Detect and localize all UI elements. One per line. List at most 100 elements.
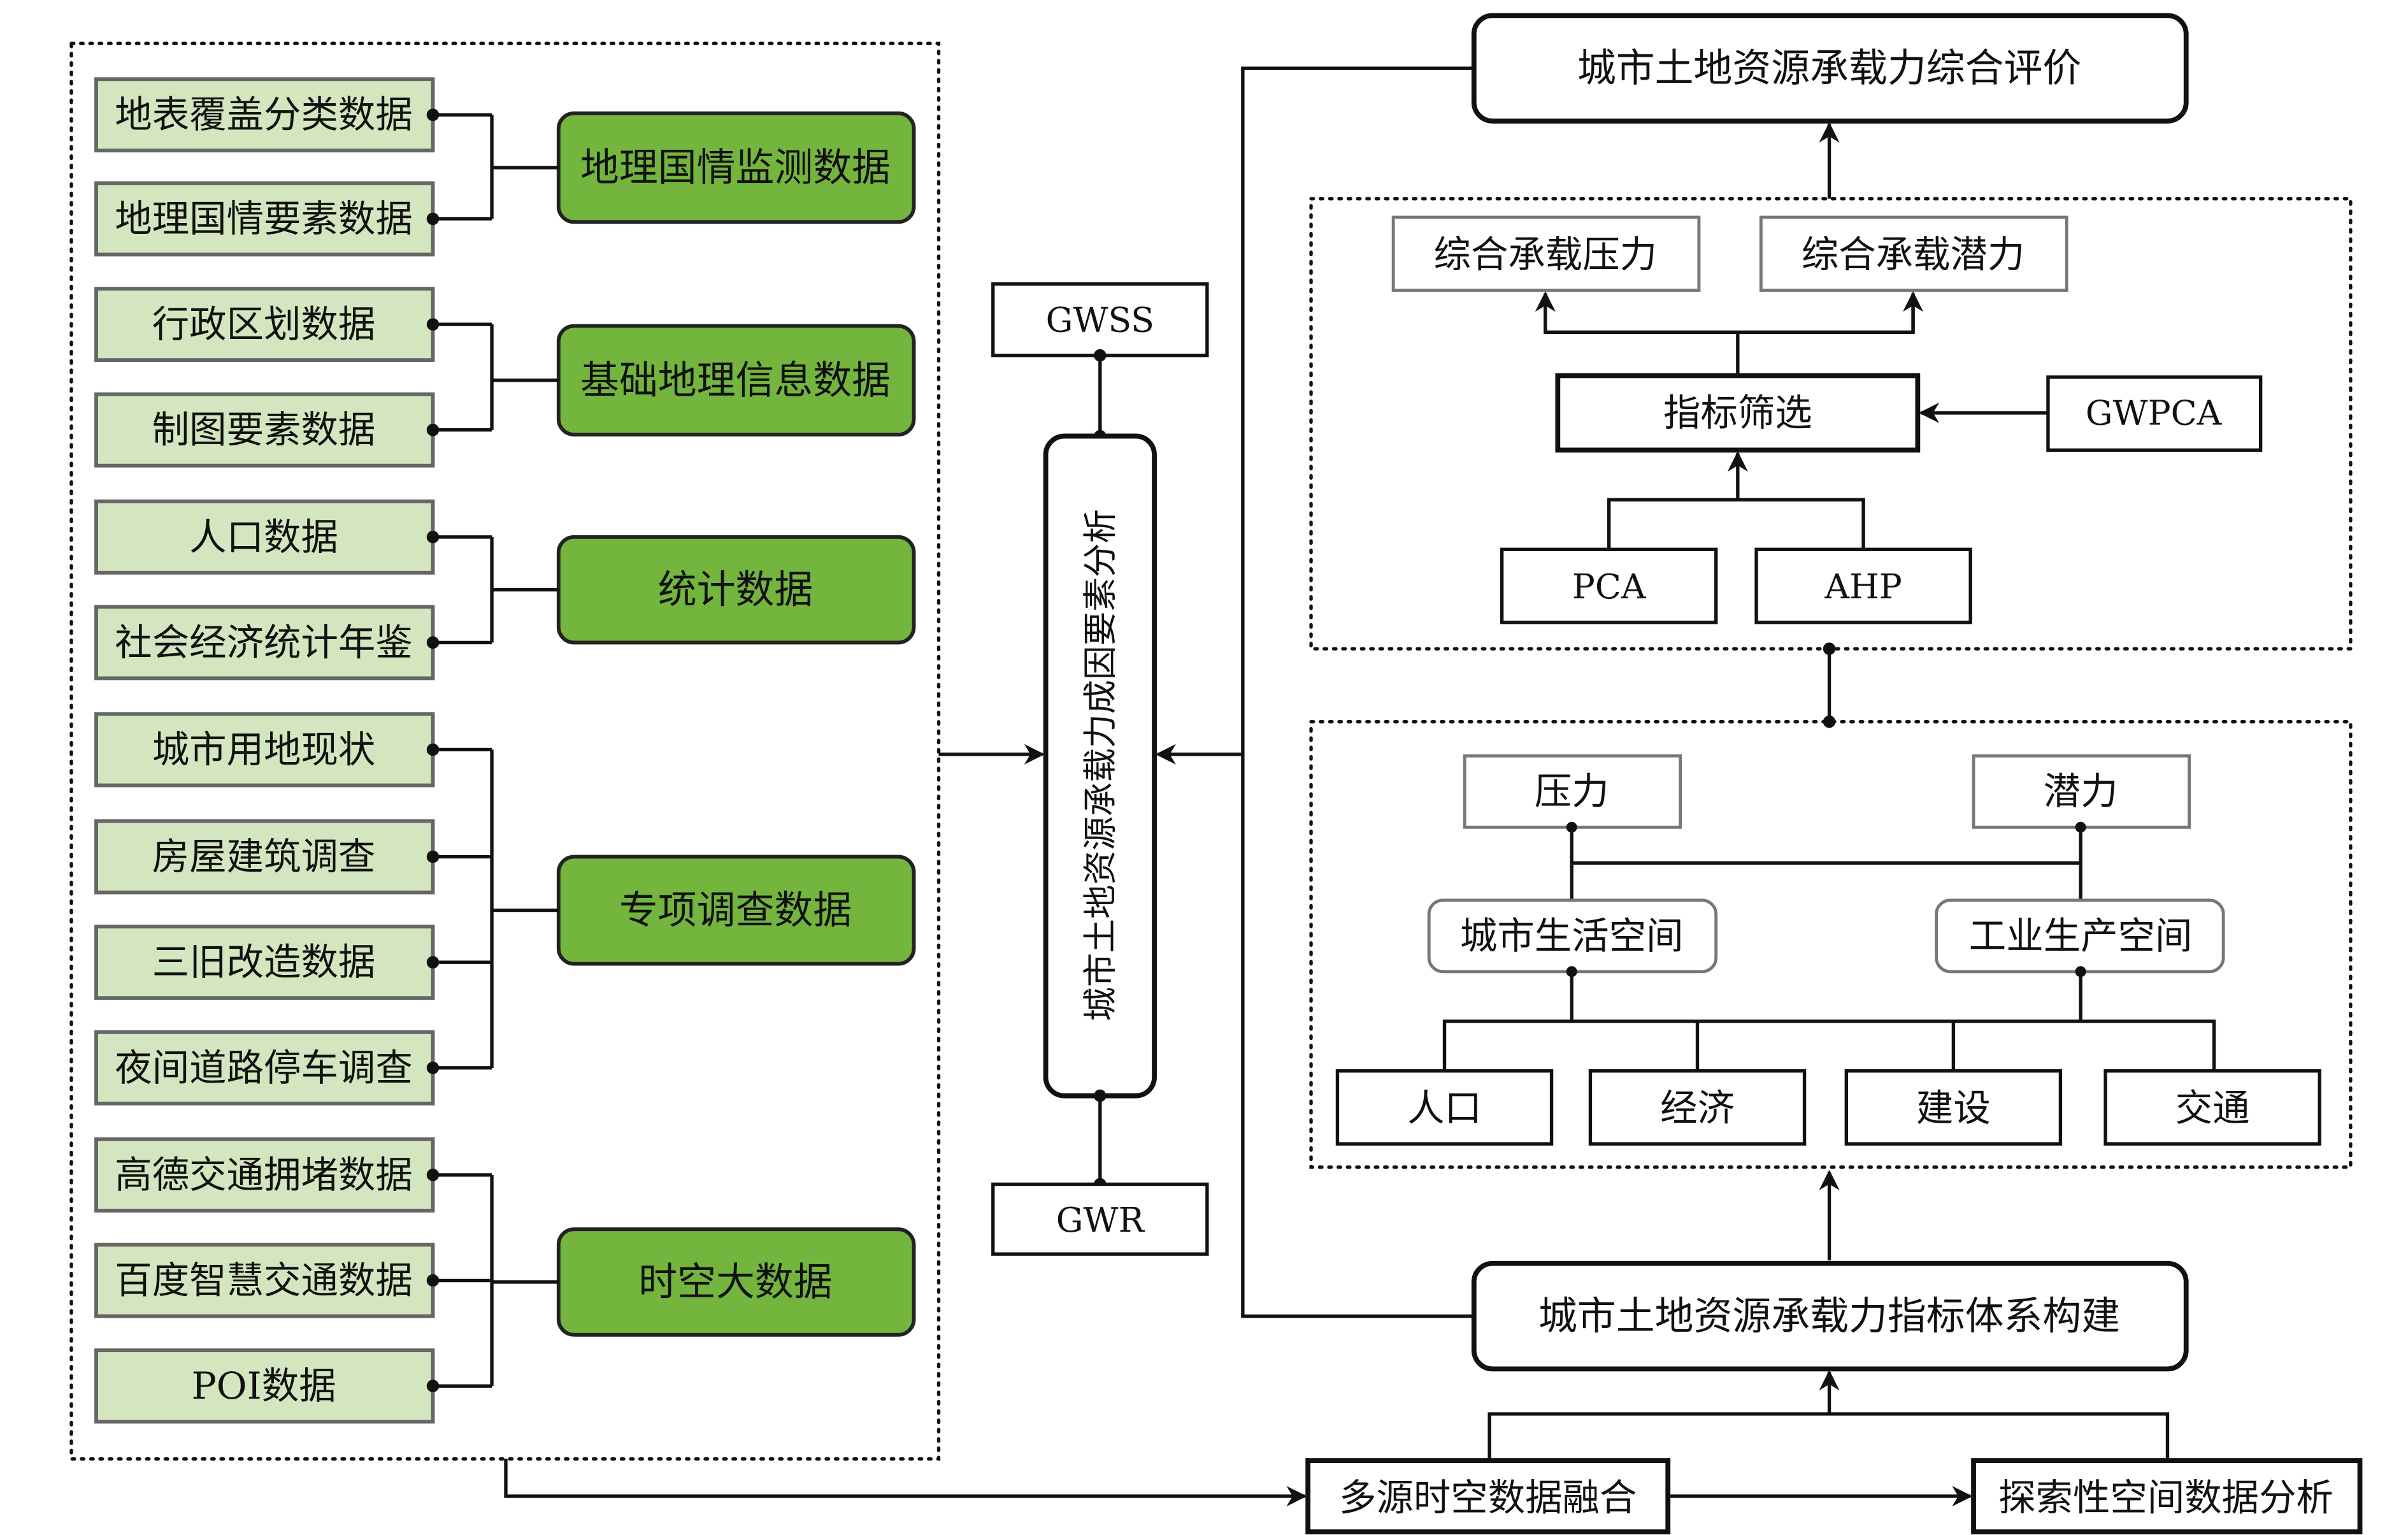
ahp-label: AHP — [1824, 566, 1902, 607]
indicator-label: 建设 — [1916, 1086, 1991, 1130]
indicator-bus-line — [1442, 1020, 2216, 1071]
data-source-box[interactable]: 三旧改造数据 — [94, 925, 435, 1000]
connector-dot — [426, 743, 440, 756]
gwss-label: GWSS — [1046, 299, 1154, 340]
pressure-box[interactable]: 压力 — [1463, 754, 1682, 829]
industry-space-box[interactable]: 工业生产空间 — [1935, 898, 2225, 974]
indicator-list: 人口经济 建设 交通 — [1335, 1069, 2321, 1146]
data-sources-group — [69, 41, 941, 1461]
index-system-group — [1309, 719, 2353, 1169]
data-source-box[interactable]: 地表覆盖分类数据 — [94, 77, 435, 153]
indicator-box-bg — [1588, 1069, 1807, 1146]
data-source-box[interactable]: 行政区划数据 — [94, 287, 435, 363]
data-category-box[interactable]: 统计数据 — [556, 535, 916, 645]
connector-dot — [1823, 715, 1836, 728]
data-source-label: 夜间道路停车调查 — [115, 1046, 412, 1090]
output-pressure-label: 综合承载压力 — [1434, 233, 1658, 276]
factor-analysis-label: 城市土地资源承载力成因要素分析 — [1080, 509, 1120, 1021]
data-category-box[interactable]: 基础地理信息数据 — [556, 324, 916, 436]
connector-dot — [426, 212, 440, 226]
data-source-label: 社会经济统计年鉴 — [115, 621, 412, 664]
connector-dot — [1823, 642, 1836, 655]
esda-box[interactable]: 探索性空间数据分析 — [1971, 1458, 2363, 1535]
data-source-box[interactable]: 高德交通拥堵数据 — [94, 1137, 435, 1213]
pca-label: PCA — [1572, 566, 1647, 607]
output-potential-label: 综合承载潜力 — [1802, 233, 2025, 276]
connector-dot — [426, 850, 440, 863]
data-source-label: POI数据 — [191, 1364, 336, 1408]
indicator-label: 交通 — [2175, 1086, 2250, 1130]
connector-dot — [426, 531, 440, 544]
indicator-box[interactable]: 经济 — [1588, 1069, 1807, 1146]
data-source-box-bg — [94, 77, 435, 153]
data-source-label: 人口数据 — [189, 515, 338, 559]
data-category-box[interactable]: 专项调查数据 — [556, 854, 916, 966]
data-source-label: 房屋建筑调查 — [152, 835, 376, 879]
gwr-box[interactable]: GWR — [991, 1182, 1209, 1256]
source-connectors — [426, 108, 559, 1392]
data-source-box[interactable]: 制图要素数据 — [94, 392, 435, 468]
connector-dot — [1566, 821, 1577, 833]
data-source-box-bg — [94, 392, 435, 468]
final-evaluation-box[interactable]: 城市土地资源承载力综合评价 — [1471, 13, 2189, 124]
data-source-label: 地理国情要素数据 — [115, 197, 412, 240]
gwpca-label: GWPCA — [2086, 393, 2223, 433]
data-category-label: 统计数据 — [658, 567, 813, 612]
data-category-label: 基础地理信息数据 — [580, 357, 891, 403]
data-source-box-bg — [94, 1243, 435, 1318]
data-source-box[interactable]: 社会经济统计年鉴 — [94, 605, 435, 681]
pressure-label: 压力 — [1535, 770, 1609, 813]
data-source-label: 地表覆盖分类数据 — [115, 93, 412, 136]
output-pressure-box[interactable]: 综合承载压力 — [1391, 215, 1701, 292]
pca-box[interactable]: PCA — [1500, 547, 1718, 624]
data-category-box[interactable]: 时空大数据 — [556, 1227, 916, 1337]
sources-to-fusion-arrow — [504, 1459, 1307, 1507]
esda-label: 探索性空间数据分析 — [1998, 1476, 2333, 1520]
potential-box[interactable]: 潜力 — [1972, 754, 2191, 829]
ahp-box[interactable]: AHP — [1754, 547, 1972, 624]
data-source-box[interactable]: 百度智慧交通数据 — [94, 1243, 435, 1318]
fusion-box[interactable]: 多源时空数据融合 — [1305, 1458, 1671, 1535]
gwss-box[interactable]: GWSS — [991, 282, 1209, 357]
data-source-box[interactable]: 人口数据 — [94, 499, 435, 575]
connector-dot — [426, 1062, 440, 1074]
index-construction-label: 城市土地资源承载力指标体系构建 — [1538, 1294, 2120, 1339]
indicator-box[interactable]: 交通 — [2103, 1069, 2321, 1146]
indicator-box-bg — [2103, 1069, 2321, 1146]
output-potential-box[interactable]: 综合承载潜力 — [1759, 215, 2068, 292]
data-source-label: 百度智慧交通数据 — [115, 1259, 412, 1302]
data-category-box[interactable]: 地理国情监测数据 — [556, 111, 916, 224]
connector-dot — [426, 636, 440, 649]
living-space-box[interactable]: 城市生活空间 — [1427, 898, 1718, 974]
screening-box[interactable]: 指标筛选 — [1555, 373, 1921, 453]
indicator-box-bg — [1844, 1069, 2063, 1146]
data-source-box[interactable]: POI数据 — [94, 1348, 435, 1424]
gwpca-box[interactable]: GWPCA — [2046, 375, 2263, 452]
data-source-label: 城市用地现状 — [152, 728, 376, 771]
connector-dot — [426, 956, 440, 969]
connector-dot — [426, 1169, 440, 1181]
data-source-box[interactable]: 夜间道路停车调查 — [94, 1030, 435, 1106]
fusion-label: 多源时空数据融合 — [1339, 1476, 1637, 1520]
data-category-label: 时空大数据 — [638, 1259, 832, 1304]
data-category-label: 地理国情监测数据 — [580, 145, 891, 191]
indicator-box[interactable]: 建设 — [1844, 1069, 2063, 1146]
screening-label: 指标筛选 — [1663, 391, 1812, 435]
indicator-box-bg — [1335, 1069, 1554, 1146]
index-construction-box[interactable]: 城市土地资源承载力指标体系构建 — [1471, 1260, 2189, 1372]
data-category-label: 专项调查数据 — [619, 888, 852, 933]
indicator-box[interactable]: 人口 — [1335, 1069, 1554, 1146]
connector-dot — [2075, 821, 2086, 833]
data-source-box[interactable]: 地理国情要素数据 — [94, 181, 435, 257]
preprocessing-connector — [1487, 1412, 2170, 1461]
data-source-box-bg — [94, 605, 435, 681]
data-source-label: 行政区划数据 — [152, 303, 376, 346]
gwr-label: GWR — [1056, 1200, 1145, 1240]
connector-dot — [426, 423, 440, 436]
outputs-connector — [1544, 294, 1915, 334]
data-source-box[interactable]: 房屋建筑调查 — [94, 819, 435, 895]
final-evaluation-label: 城市土地资源承载力综合评价 — [1577, 46, 2081, 91]
data-source-box[interactable]: 城市用地现状 — [94, 712, 435, 788]
factor-analysis-box[interactable]: 城市土地资源承载力成因要素分析 — [1043, 433, 1157, 1099]
